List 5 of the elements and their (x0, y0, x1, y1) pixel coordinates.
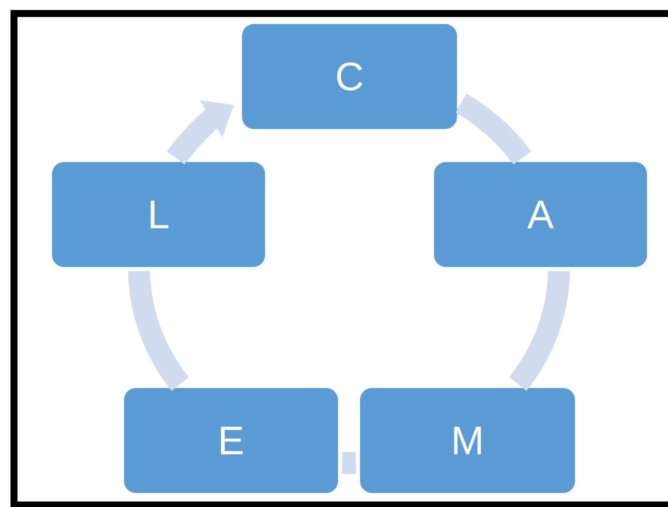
process-box: A (434, 162, 647, 267)
process-box: L (52, 162, 265, 267)
process-box: M (360, 388, 575, 493)
process-box: E (124, 388, 338, 493)
process-box: C (242, 24, 457, 129)
